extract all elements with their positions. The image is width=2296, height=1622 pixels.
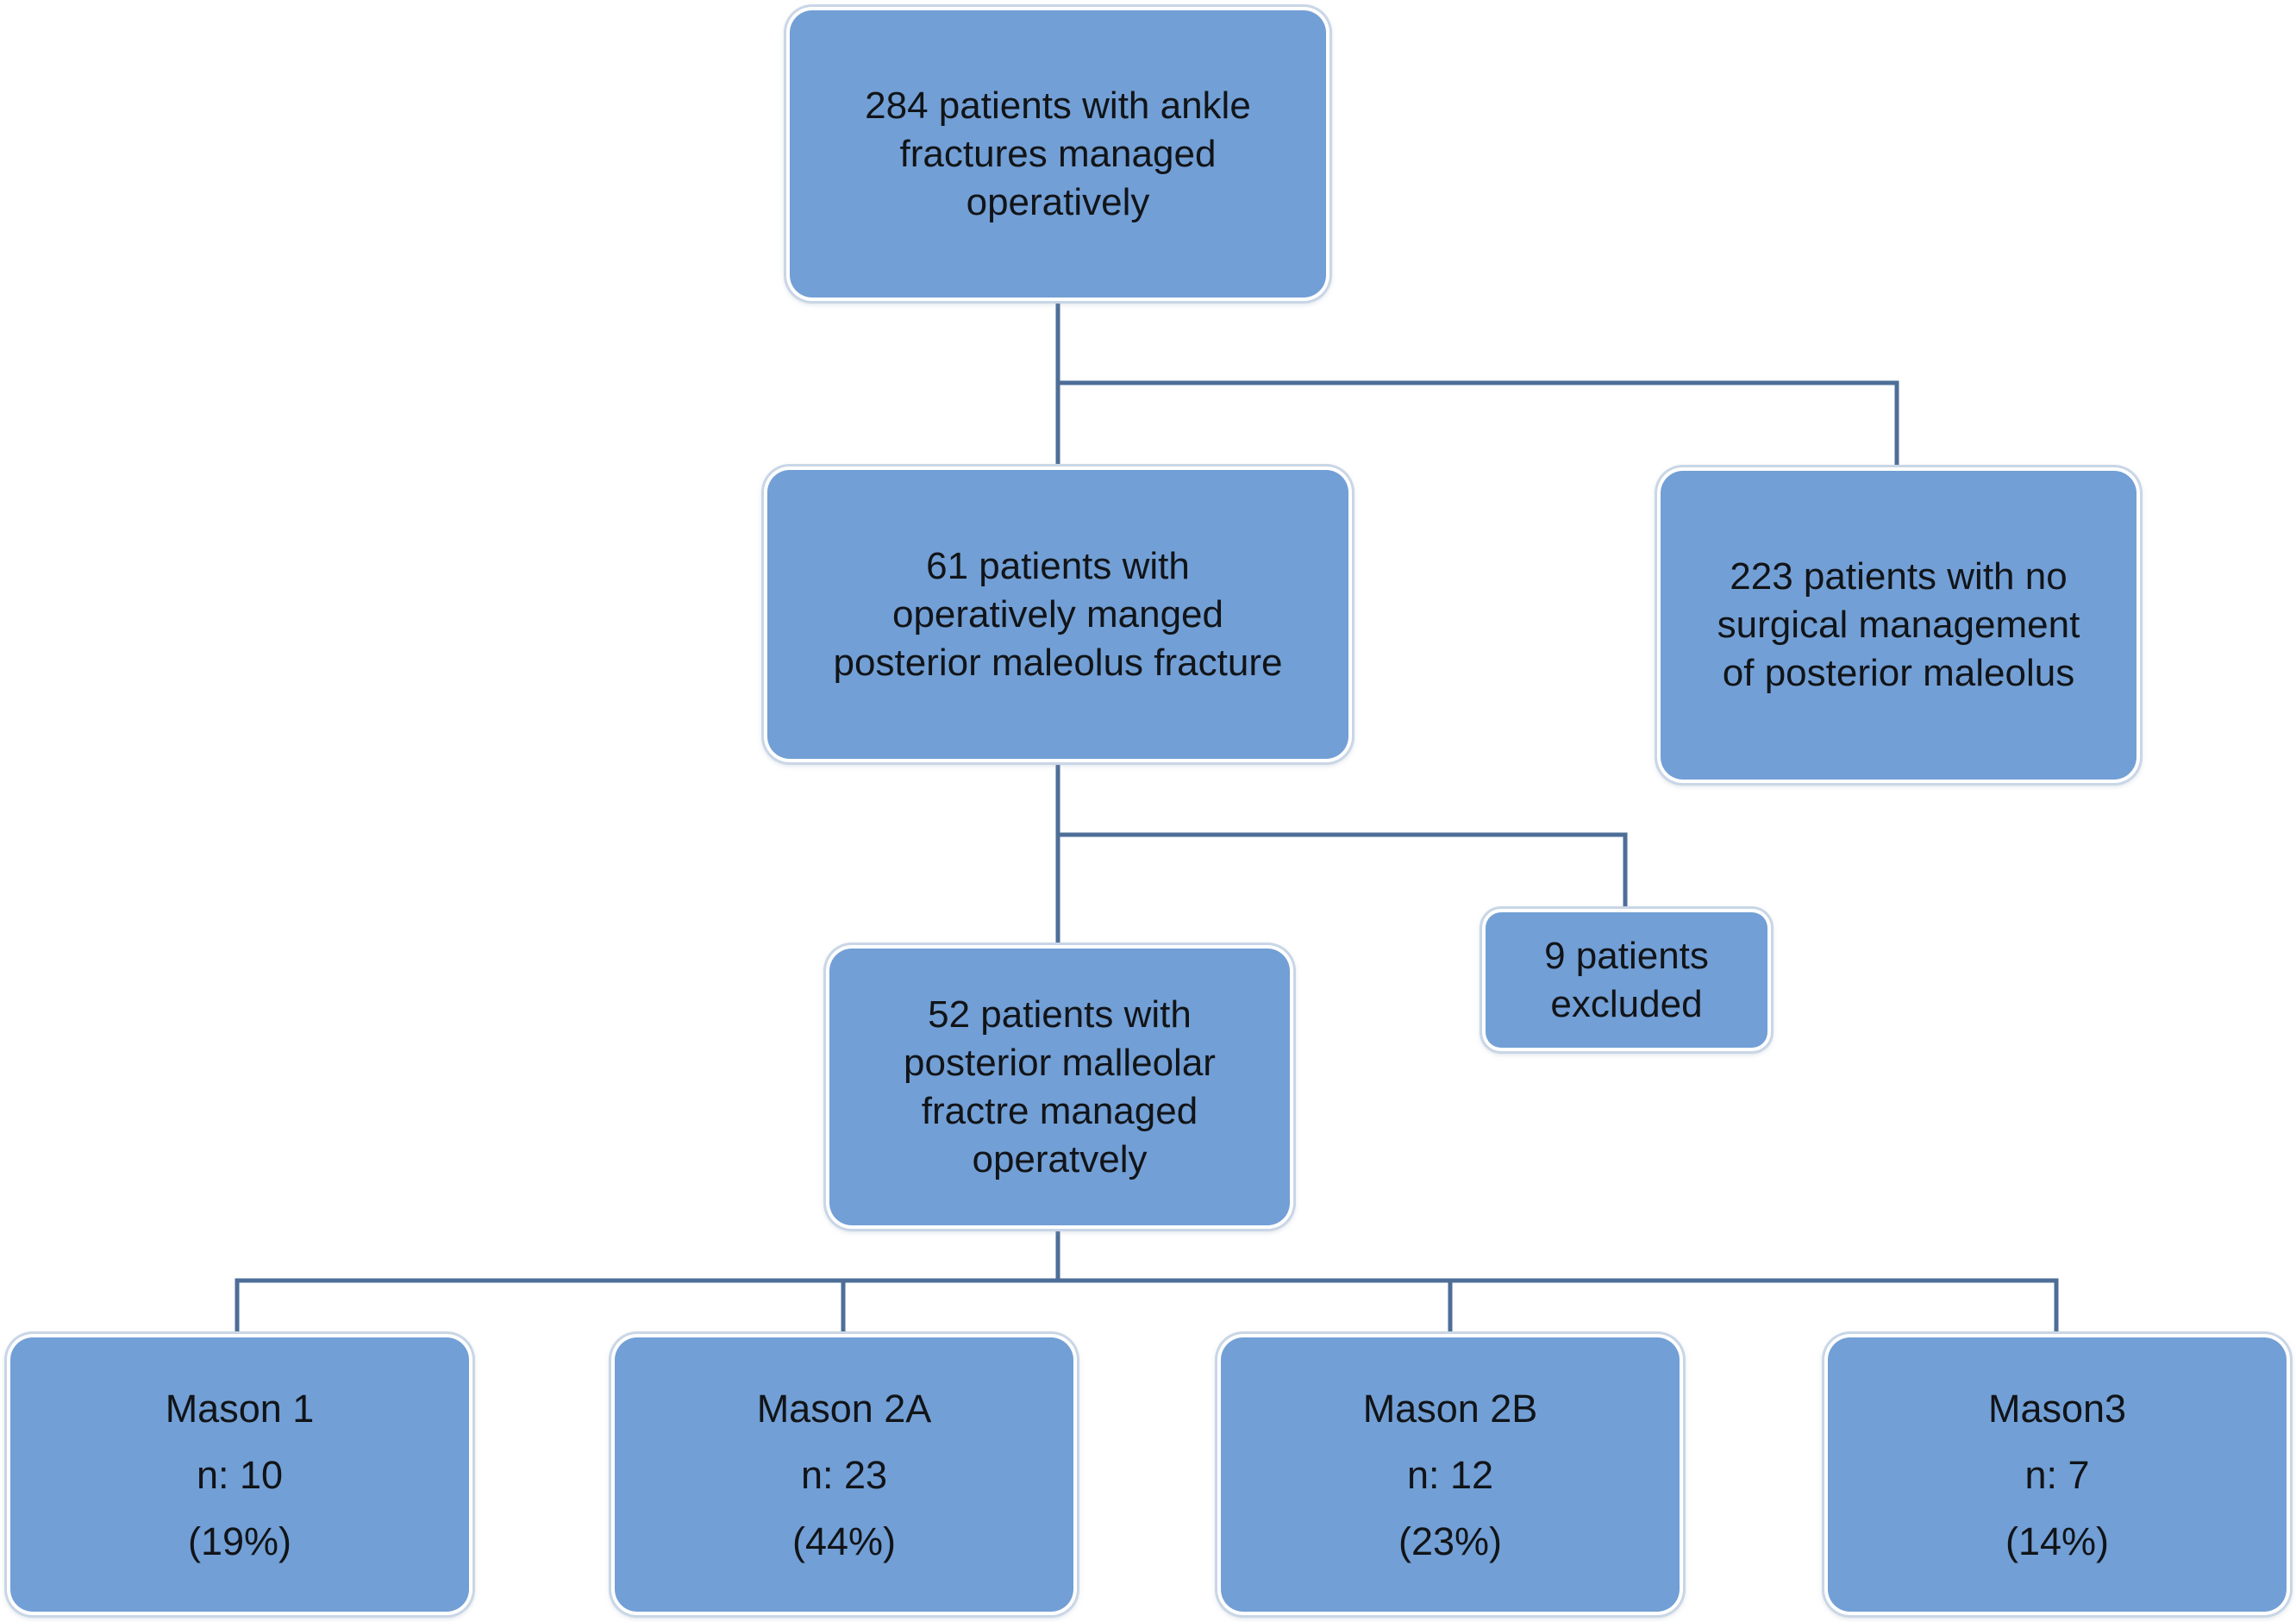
- total-line-2: fractures managed: [899, 132, 1217, 175]
- excluded-line-2: excluded: [1550, 982, 1703, 1025]
- no-surgical-line-3: of posterior maleolus: [1722, 652, 2075, 694]
- posterior-line-3: posterior maleolus fracture: [833, 641, 1283, 684]
- posterior-operative-box: 61 patients with operatively manged post…: [767, 470, 1348, 759]
- included-line-1: 52 patients with: [928, 993, 1192, 1036]
- mason-2b-name: Mason 2B: [1362, 1386, 1538, 1431]
- mason-2b-box: Mason 2B n: 12 (23%): [1221, 1337, 1680, 1612]
- mason-2a-percent: (44%): [791, 1519, 897, 1563]
- connector-total-to-no-surgical: [1055, 380, 1899, 468]
- total-line-3: operatively: [966, 180, 1150, 223]
- excluded-box: 9 patients excluded: [1486, 912, 1767, 1048]
- mason-1-percent: (19%): [187, 1519, 292, 1563]
- mason-2b-count: n: 12: [1406, 1452, 1494, 1497]
- no-surgical-line-1: 223 patients with no: [1730, 555, 2068, 598]
- no-surgical-box: 223 patients with no surgical management…: [1661, 471, 2136, 780]
- no-surgical-line-2: surgical management: [1717, 604, 2080, 646]
- included-line-4: operatvely: [972, 1137, 1148, 1180]
- included-line-3: fractre managed: [921, 1089, 1198, 1132]
- mason-2a-box: Mason 2A n: 23 (44%): [615, 1337, 1073, 1612]
- mason-3-name: Mason3: [1987, 1386, 2127, 1431]
- mason-1-name: Mason 1: [165, 1386, 315, 1431]
- connector-posterior-to-excluded: [1055, 832, 1628, 912]
- excluded-line-1: 9 patients: [1544, 934, 1709, 977]
- mason-1-count: n: 10: [196, 1452, 284, 1497]
- included-line-2: posterior malleolar: [904, 1041, 1216, 1084]
- mason-2a-count: n: 23: [800, 1452, 888, 1497]
- mason-3-percent: (14%): [2005, 1519, 2110, 1563]
- mason-2a-name: Mason 2A: [756, 1386, 932, 1431]
- total-patients-box: 284 patients with ankle fractures manage…: [790, 10, 1326, 297]
- included-box: 52 patients with posterior malleolar fra…: [829, 949, 1290, 1225]
- mason-3-count: n: 7: [2024, 1452, 2090, 1497]
- mason-3-box: Mason3 n: 7 (14%): [1828, 1337, 2287, 1612]
- mason-2b-percent: (23%): [1398, 1519, 1503, 1563]
- mason-1-box: Mason 1 n: 10 (19%): [10, 1337, 469, 1612]
- posterior-line-2: operatively manged: [891, 592, 1223, 636]
- posterior-line-1: 61 patients with: [926, 544, 1190, 587]
- total-line-1: 284 patients with ankle: [865, 84, 1251, 127]
